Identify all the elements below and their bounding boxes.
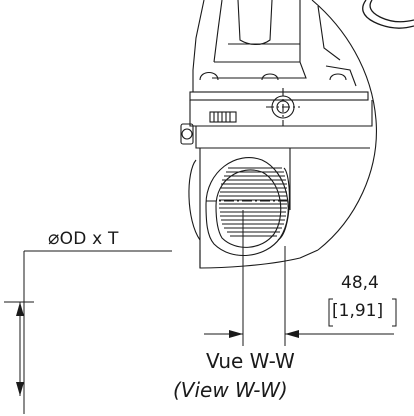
width-dimension bbox=[204, 210, 397, 346]
ring-detail bbox=[362, 0, 414, 29]
od-thickness-text: OD x T bbox=[59, 229, 119, 249]
dimension-value-mm: 48,4 bbox=[341, 273, 379, 293]
housing-upper bbox=[180, 0, 377, 251]
housing-lower bbox=[199, 249, 319, 269]
view-title-french: Vue W-W bbox=[206, 349, 295, 373]
view-title-english: (View W-W) bbox=[173, 378, 288, 402]
dimension-value-inches: [1,91] bbox=[332, 301, 384, 321]
threaded-port bbox=[188, 148, 291, 268]
bolt-head bbox=[266, 88, 300, 126]
diameter-symbol: ⌀ bbox=[48, 227, 60, 249]
od-thickness-label: ⌀OD x T bbox=[48, 229, 119, 248]
od-dimension bbox=[4, 250, 172, 414]
